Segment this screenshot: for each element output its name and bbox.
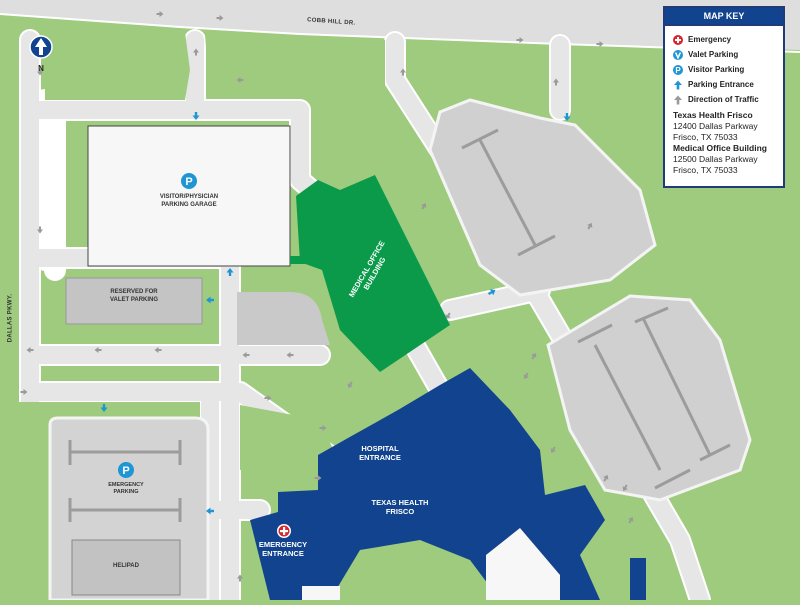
- location-name: Medical Office Building: [673, 143, 767, 153]
- grass-island: [205, 35, 385, 95]
- parking-garage-label: VISITOR/PHYSICIAN PARKING GARAGE: [159, 194, 219, 208]
- legend-label: Emergency: [688, 35, 732, 44]
- grass-island: [45, 32, 190, 100]
- emergency-cross-icon: [277, 524, 291, 538]
- dallas-pkwy-street-label: DALLAS PKWY.: [7, 293, 14, 343]
- svg-text:P: P: [675, 66, 681, 75]
- legend-item-visitor-parking: P Visitor Parking: [673, 62, 783, 77]
- legend-label: Direction of Traffic: [688, 95, 759, 104]
- hospital-courtyard: [486, 528, 560, 600]
- hospital-annex: [630, 558, 646, 600]
- location-name: Texas Health Frisco: [673, 110, 753, 120]
- hospital-name-label: TEXAS HEALTH FRISCO: [371, 498, 429, 517]
- location-address-line2: Frisco, TX 75033: [673, 165, 738, 175]
- north-compass: [29, 35, 53, 59]
- valet-lot: [65, 277, 203, 325]
- parking-garage: [87, 125, 291, 267]
- gray-arrow-icon: [673, 95, 683, 105]
- blue-arrow-icon: [673, 80, 683, 90]
- medical-office-building: [296, 175, 450, 372]
- valet-lot-label: RESERVED FOR VALET PARKING: [109, 289, 159, 303]
- hospital-notch: [302, 586, 340, 600]
- svg-text:P: P: [122, 465, 129, 477]
- location-address-line2: Frisco, TX 75033: [673, 132, 738, 142]
- parking-lot-east: [546, 294, 752, 502]
- emergency-parking-label: EMERGENCY PARKING: [108, 482, 144, 495]
- legend-item-parking-entrance: Parking Entrance: [673, 77, 783, 92]
- address-block: Texas Health Frisco 12400 Dallas Parkway…: [665, 110, 783, 176]
- map-key-legend: Emergency Valet Parking P Visitor Parkin…: [665, 32, 783, 107]
- map-key-title: MAP KEY: [665, 8, 783, 26]
- helipad-label: HELIPAD: [113, 563, 139, 569]
- legend-item-emergency: Emergency: [673, 32, 783, 47]
- parking-p-icon: P: [181, 173, 197, 189]
- legend-label: Parking Entrance: [688, 80, 754, 89]
- legend-label: Valet Parking: [688, 50, 739, 59]
- helipad: [71, 539, 181, 596]
- emergency-entrance-label: EMERGENCY ENTRANCE: [258, 540, 308, 559]
- location-address-line1: 12400 Dallas Parkway: [673, 121, 758, 131]
- map-key: MAP KEY Emergency Valet Parking P Visito…: [663, 6, 785, 188]
- gray-lot: [237, 292, 330, 345]
- er-lot-dividers: [68, 440, 182, 522]
- parking-p-icon: P: [118, 462, 134, 478]
- valet-v-icon: [673, 49, 683, 60]
- parking-p-icon: P: [673, 64, 683, 75]
- location-address-line1: 12500 Dallas Parkway: [673, 154, 758, 164]
- legend-item-traffic-direction: Direction of Traffic: [673, 92, 783, 107]
- legend-label: Visitor Parking: [688, 65, 745, 74]
- svg-text:P: P: [185, 176, 192, 188]
- parking-dividers: [461, 128, 731, 490]
- legend-item-valet: Valet Parking: [673, 47, 783, 62]
- compass-label: N: [38, 64, 44, 73]
- emergency-cross-icon: [673, 34, 683, 45]
- cobb-hill-road: [0, 0, 800, 50]
- grass-island: [240, 405, 340, 470]
- hospital-entrance-label: HOSPITAL ENTRANCE: [359, 444, 401, 463]
